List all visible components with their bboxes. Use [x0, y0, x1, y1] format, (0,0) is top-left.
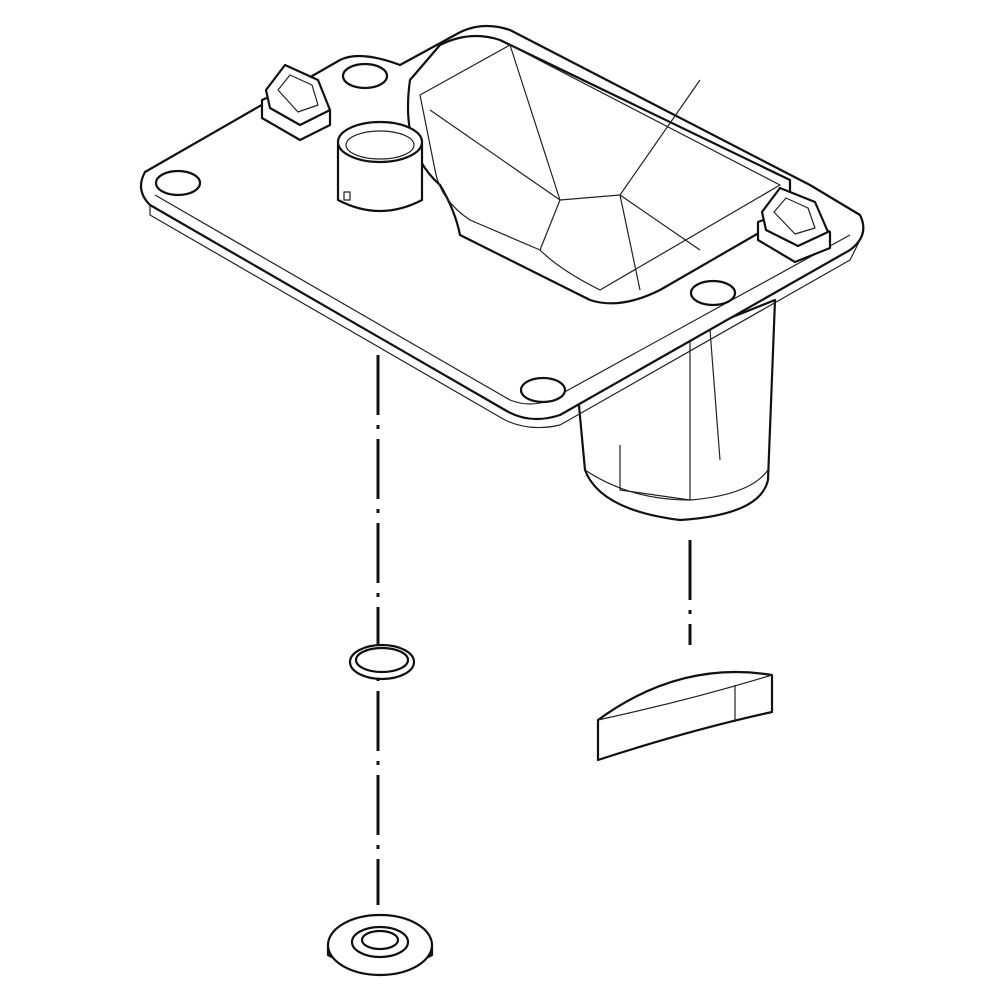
o-ring	[348, 643, 416, 681]
cylinder-boss	[336, 120, 424, 213]
mounting-hole	[154, 169, 202, 197]
mounting-hole	[341, 62, 389, 90]
mounting-hole	[519, 376, 567, 404]
mounting-hole	[689, 279, 737, 307]
latch-clip-left	[260, 63, 332, 142]
latch-clip-right	[756, 186, 832, 264]
dispenser-housing-lower-funnel	[576, 298, 777, 522]
seal-grommet	[326, 913, 434, 977]
band-clamp	[596, 670, 774, 762]
dispenser-tub-opening	[406, 34, 792, 305]
